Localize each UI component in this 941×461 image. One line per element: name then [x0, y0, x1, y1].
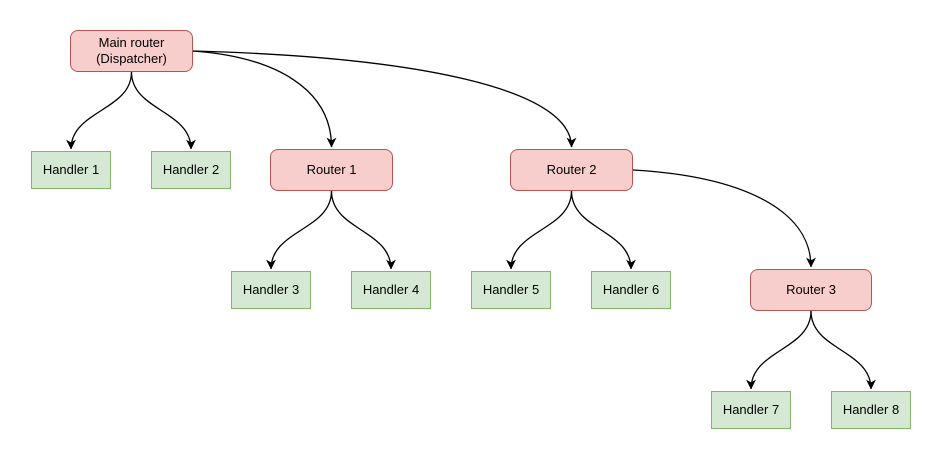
node-handler-4: Handler 4 — [351, 271, 431, 309]
edge-router-3-to-handler-8 — [810, 310, 876, 390]
node-label: Handler 1 — [42, 162, 100, 177]
edge-router-1-to-handler-3 — [266, 190, 333, 270]
node-label: Handler 7 — [722, 402, 780, 417]
node-router-3: Router 3 — [750, 269, 872, 311]
node-label: Router 3 — [786, 282, 836, 297]
edge-main-router-to-router-1 — [192, 50, 337, 148]
node-label: Handler 5 — [482, 282, 540, 297]
node-handler-8: Handler 8 — [831, 391, 911, 429]
node-handler-3: Handler 3 — [231, 271, 311, 309]
node-label: Handler 6 — [602, 282, 660, 297]
node-handler-5: Handler 5 — [471, 271, 551, 309]
edge-router-2-to-handler-5 — [506, 190, 573, 270]
node-label: Main router (Dispatcher) — [96, 35, 167, 66]
node-router-2: Router 2 — [510, 149, 633, 191]
node-handler-6: Handler 6 — [591, 271, 671, 309]
node-label: Router 1 — [306, 162, 357, 177]
node-handler-2: Handler 2 — [151, 151, 231, 189]
edge-main-router-to-handler-1 — [66, 71, 133, 150]
edge-main-router-to-handler-2 — [130, 71, 196, 150]
node-label: Handler 2 — [162, 162, 220, 177]
node-router-1: Router 1 — [270, 149, 393, 191]
edge-router-2-to-router-3 — [632, 169, 816, 268]
node-main-router: Main router (Dispatcher) — [70, 30, 193, 72]
edge-main-router-to-router-2 — [192, 50, 577, 148]
node-handler-1: Handler 1 — [31, 151, 111, 189]
edge-router-3-to-handler-7 — [746, 310, 812, 390]
node-label: Handler 8 — [842, 402, 900, 417]
node-label: Router 2 — [546, 162, 597, 177]
edge-router-1-to-handler-4 — [330, 190, 396, 270]
node-label: Handler 4 — [362, 282, 420, 297]
node-handler-7: Handler 7 — [711, 391, 791, 429]
node-label: Handler 3 — [242, 282, 300, 297]
edge-router-2-to-handler-6 — [570, 190, 636, 270]
